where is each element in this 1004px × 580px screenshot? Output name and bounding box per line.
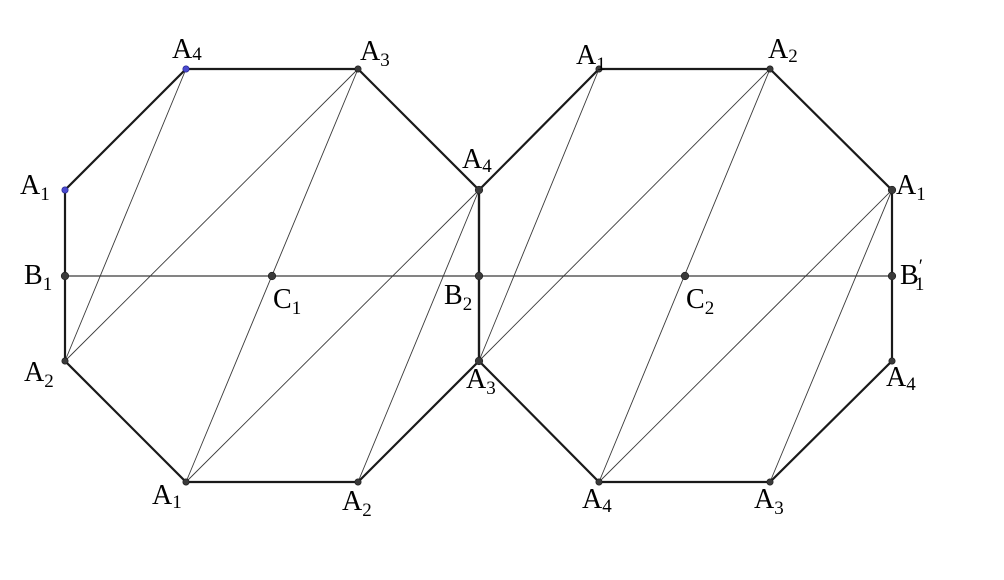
point-a1-bottom-left	[182, 478, 190, 486]
label-a4-bottom-right: A4	[582, 484, 612, 517]
label-a3-bottom-right: A3	[754, 484, 784, 519]
point-c2	[680, 271, 690, 281]
point-a4-right	[888, 357, 896, 365]
point-a2-top-right	[766, 65, 774, 73]
label-a2-left: A2	[24, 357, 54, 392]
label-a1-bottom-left: A1	[152, 480, 182, 513]
point-a4-top-left	[182, 65, 190, 73]
label-a1-left: A1	[20, 170, 50, 205]
point-b1	[60, 271, 70, 281]
point-a1-top-right	[595, 65, 603, 73]
point-a3-middle	[474, 356, 484, 366]
vertex-points	[60, 65, 897, 486]
point-a3-bottom-right	[766, 478, 774, 486]
label-c2: C2	[686, 284, 714, 319]
segment-a4-a2-left	[64, 68, 187, 362]
label-b1: B1	[24, 260, 52, 295]
segment-a1-a3-right	[478, 68, 600, 362]
label-a1-right: A1	[896, 170, 926, 205]
segment-a4-a2-bottom-left	[357, 189, 480, 483]
point-c1	[267, 271, 277, 281]
label-b2: B2	[444, 280, 472, 315]
label-a2-bottom-left: A2	[342, 486, 372, 521]
point-a4-middle	[474, 185, 484, 195]
point-b1-prime	[887, 271, 897, 281]
point-a2-bottom-left	[354, 478, 362, 486]
point-a3-top-left	[354, 65, 362, 73]
label-c1: C1	[273, 284, 301, 319]
point-a4-bottom-right	[595, 478, 603, 486]
label-a1-top-right: A1	[576, 40, 606, 75]
label-b1-prime: B′1	[900, 256, 924, 295]
segment-a1-a3-bottom-right	[769, 189, 893, 483]
label-a3-middle: A3	[466, 364, 496, 399]
point-a1-right	[887, 185, 897, 195]
label-a4-right: A4	[886, 362, 916, 395]
point-a2-left	[61, 357, 69, 365]
label-a4-top-left: A4	[172, 34, 202, 65]
segment-a4-a1-left	[185, 189, 480, 483]
label-a4-middle: A4	[462, 144, 492, 177]
point-a1-left	[61, 186, 69, 194]
segment-a2-a3-right	[478, 68, 771, 362]
label-a3-top-left: A3	[360, 36, 390, 71]
point-labels: A4 A3 A1 B1 C1 A2 A1 A2 A4 B2 A3 A1 A2 A…	[20, 34, 926, 521]
label-a2-top-right: A2	[768, 34, 798, 67]
point-b2	[474, 271, 484, 281]
segment-a1-a4-right	[598, 189, 893, 483]
right-diagonals	[478, 68, 893, 483]
segment-a3-a2-left	[64, 68, 359, 362]
